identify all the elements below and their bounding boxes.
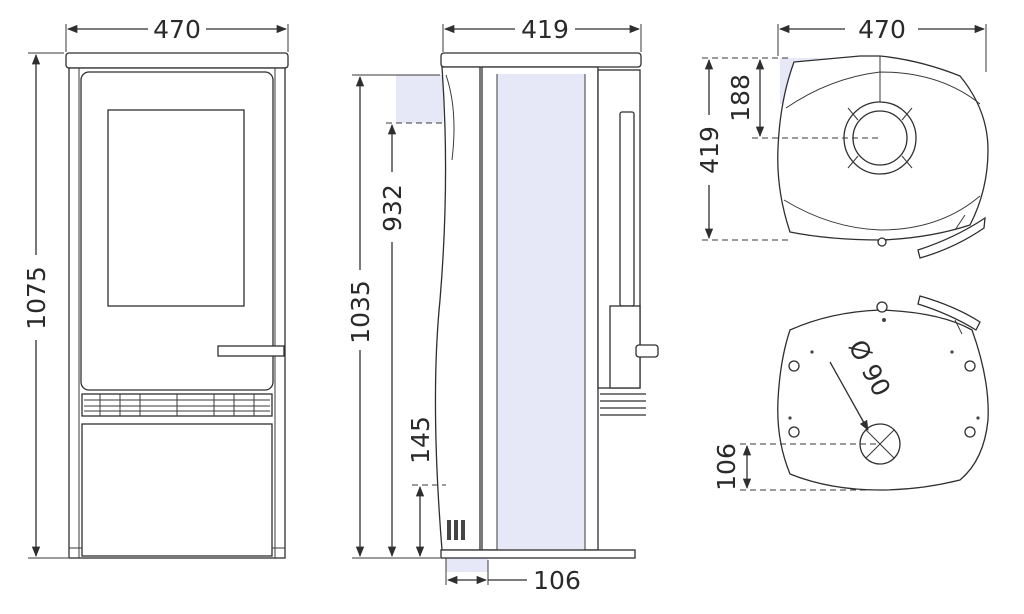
front-height-label: 1075 [22,266,51,330]
side-width-label: 419 [521,15,569,44]
front-width-label: 470 [153,15,201,44]
bottom-foot-hole [964,360,976,372]
bottom-knob [876,301,888,313]
front-glass-window [107,109,245,307]
side-inlet-offset-label: 106 [533,566,581,595]
bottom-outline [777,309,989,491]
side-inlet-zone [446,558,488,572]
bottom-handle-arc [917,295,981,331]
top-handle-arc [917,216,986,259]
side-glass-panel [497,74,585,556]
side-air-stub [635,344,659,358]
side-total-height-label: 1035 [346,280,375,344]
side-rear-grille [600,393,646,416]
side-front-curve [434,66,481,551]
door-handle [217,345,285,357]
side-view: 419 1035 932 145 106 [346,15,659,595]
bottom-view: Ø 90 106 [712,295,989,491]
front-lower-compartment [81,423,273,557]
top-flue-collar-inner [852,110,908,166]
side-connector-zone [396,75,443,123]
top-width-label: 470 [858,15,906,44]
top-knob [877,237,887,247]
top-flue-offset-label: 188 [726,74,755,122]
bottom-foot-hole [964,426,976,438]
side-inlet-height-label: 145 [406,416,435,464]
side-connector-height-label: 932 [378,184,407,232]
front-view: 470 1075 [22,15,289,559]
top-view: 470 419 188 [695,15,989,259]
side-top-plate [440,52,642,68]
side-base-plate [440,549,636,559]
bottom-inlet-offset-label: 106 [712,443,741,491]
top-depth-label: 419 [695,126,724,174]
bottom-foot-hole [788,426,800,438]
front-top-plate [65,52,289,69]
bottom-foot-hole [788,360,800,372]
front-air-grille [81,393,273,417]
